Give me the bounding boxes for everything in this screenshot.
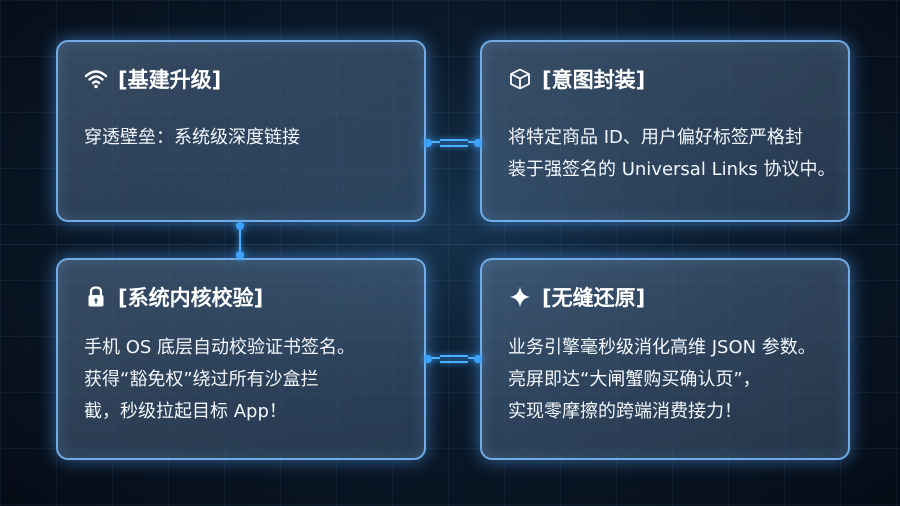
card-title: [基建升级] <box>118 68 222 92</box>
card-intent-encapsulation: [意图封装] 将特定商品 ID、用户偏好标签严格封 装于强签名的 Univers… <box>480 40 850 222</box>
card-body-line: 业务引擎毫秒级消化高维 JSON 参数。 <box>508 337 816 358</box>
lock-icon <box>84 285 108 309</box>
card-title-row: [基建升级] <box>84 64 398 94</box>
card-title: [意图封装] <box>542 68 646 92</box>
card-title-row: [意图封装] <box>508 64 822 94</box>
card-infrastructure-upgrade: [基建升级] 穿透壁垒：系统级深度链接 <box>56 40 426 222</box>
wifi-icon <box>84 67 108 91</box>
card-body: 穿透壁垒：系统级深度链接 <box>84 122 398 154</box>
card-seamless-restoration: [无缝还原] 业务引擎毫秒级消化高维 JSON 参数。 亮屏即达“大闸蟹购买确认… <box>480 258 850 460</box>
card-body: 业务引擎毫秒级消化高维 JSON 参数。 亮屏即达“大闸蟹购买确认页”， 实现零… <box>508 332 822 428</box>
card-body-line: 获得“豁免权”绕过所有沙盒拦 <box>84 369 319 390</box>
card-body-line: 装于强签名的 Universal Links 协议中。 <box>508 159 836 180</box>
cube-icon <box>508 67 532 91</box>
background-glow-line <box>0 244 900 245</box>
card-body-line: 穿透壁垒：系统级深度链接 <box>84 127 300 148</box>
sparkle-icon <box>508 285 532 309</box>
card-title-row: [系统内核校验] <box>84 282 398 312</box>
card-title: [系统内核校验] <box>118 286 264 310</box>
card-body-line: 截，秒级拉起目标 App！ <box>84 401 287 422</box>
card-body-line: 将特定商品 ID、用户偏好标签严格封 <box>508 127 803 148</box>
card-body-line: 实现零摩擦的跨端消费接力！ <box>508 401 742 422</box>
card-body-line: 手机 OS 底层自动校验证书签名。 <box>84 337 356 358</box>
card-body-line: 亮屏即达“大闸蟹购买确认页”， <box>508 369 761 390</box>
card-body: 手机 OS 底层自动校验证书签名。 获得“豁免权”绕过所有沙盒拦 截，秒级拉起目… <box>84 332 398 428</box>
card-body: 将特定商品 ID、用户偏好标签严格封 装于强签名的 Universal Link… <box>508 122 836 186</box>
card-title-row: [无缝还原] <box>508 282 822 312</box>
card-kernel-verification: [系统内核校验] 手机 OS 底层自动校验证书签名。 获得“豁免权”绕过所有沙盒… <box>56 258 426 460</box>
card-title: [无缝还原] <box>542 286 646 310</box>
